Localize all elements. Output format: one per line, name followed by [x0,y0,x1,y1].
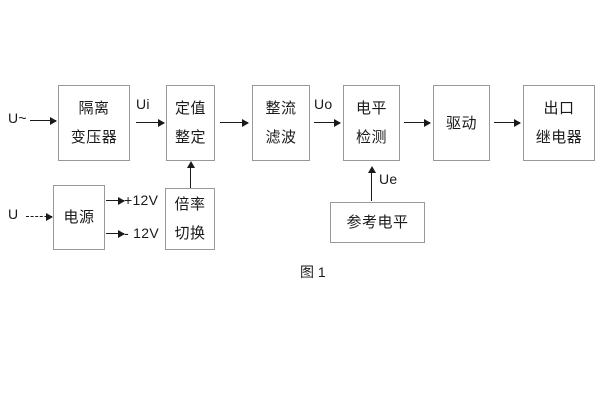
block-ratio-switch: 倍率 切换 [165,188,215,250]
block-setting-value-line2: 整定 [174,129,206,146]
rail-negative-label: - 12V [124,225,159,241]
block-isolation-transformer-line1: 隔离 [78,100,110,117]
arrow-setting-value-to-rectify-filter [220,118,249,127]
arrow-drive-to-output-relay [494,118,521,127]
arrow-input-dc-to-power-supply [26,212,53,221]
block-output-relay: 出口 继电器 [523,85,595,161]
arrow-level-detection-to-drive [404,118,431,127]
block-power-supply-line1: 电源 [63,209,95,226]
arrow-reference-level-to-level-detection [367,166,376,201]
block-drive-line1: 驱动 [445,114,477,132]
rail-positive-label: +12V [124,192,159,208]
arrow-rectify-filter-to-level-detection [314,118,341,127]
signal-ue-label: Ue [379,171,398,187]
block-drive: 驱动 [433,85,490,161]
signal-ui-label: Ui [136,96,150,112]
input-ac-label: U~ [8,110,27,126]
block-level-detection: 电平 检测 [343,85,400,161]
block-isolation-transformer-line2: 变压器 [70,129,118,146]
block-level-detection-line2: 检测 [355,129,387,146]
block-setting-value: 定值 整定 [166,85,215,161]
block-level-detection-line1: 电平 [355,100,387,117]
block-ratio-switch-line1: 倍率 [174,196,206,213]
block-reference-level-line1: 参考电平 [346,214,409,231]
block-setting-value-line1: 定值 [174,100,206,117]
block-ratio-switch-line2: 切换 [174,225,206,242]
arrow-isolation-transformer-to-setting-value [136,118,165,127]
block-reference-level: 参考电平 [330,202,425,243]
arrow-rail-negative [106,229,125,238]
block-rectify-filter-line1: 整流 [265,100,297,117]
input-dc-label: U [8,206,19,222]
signal-uo-label: Uo [314,96,333,112]
block-power-supply: 电源 [53,185,105,250]
block-rectify-filter: 整流 滤波 [252,85,310,161]
block-rectify-filter-line2: 滤波 [265,129,297,146]
block-output-relay-line1: 出口 [543,100,575,117]
arrow-input-ac-to-isolation-transformer [30,116,57,125]
block-isolation-transformer: 隔离 变压器 [58,85,130,161]
arrow-ratio-switch-to-setting-value [186,161,195,188]
figure-caption: 图 1 [300,264,326,280]
block-output-relay-line2: 继电器 [535,129,583,146]
arrow-rail-positive [106,196,125,205]
